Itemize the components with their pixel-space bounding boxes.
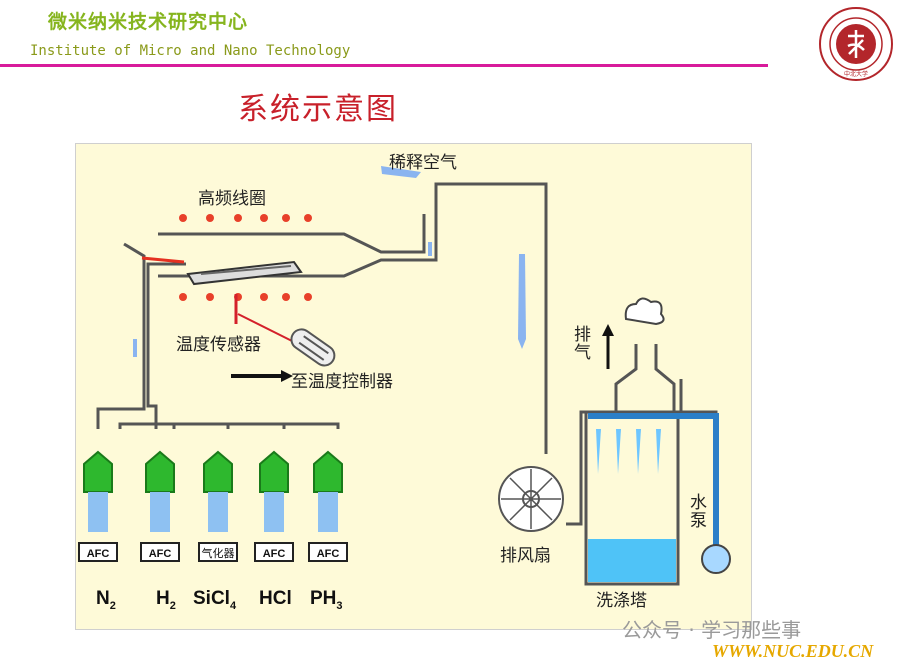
- flow-controller: AFC: [308, 542, 348, 562]
- flow-controller: AFC: [140, 542, 180, 562]
- flow-controller: AFC: [78, 542, 118, 562]
- gas-label-sicl4: SiCl4: [193, 588, 237, 612]
- header-institute-cn: 微米纳米技术研究中心: [48, 11, 249, 33]
- gas-label-ph3: PH3: [310, 588, 343, 612]
- label-temp-sensor: 温度传感器: [176, 335, 261, 355]
- label-water-pump: 水泵: [690, 493, 707, 531]
- watermark: 公众号 · 学习那些事: [622, 618, 802, 642]
- label-scrubber: 洗涤塔: [596, 591, 647, 611]
- gas-label-hcl: HCl: [259, 588, 292, 609]
- gas-label-n2: N2: [96, 588, 116, 612]
- gas-cylinders: [83, 450, 343, 532]
- university-seal-icon: 中北大学: [818, 6, 894, 82]
- footer-url[interactable]: WWW.NUC.EDU.CN: [712, 641, 874, 661]
- system-diagram: 稀释空气 高频线圈 温度传感器 至温度控制器 排气 水泵 排风扇 洗涤塔 AFC…: [75, 143, 752, 630]
- slide-title: 系统示意图: [238, 92, 398, 127]
- label-to-controller: 至温度控制器: [291, 372, 393, 392]
- label-exhaust-fan: 排风扇: [500, 546, 551, 566]
- logo-motto: 中北大学: [844, 70, 868, 78]
- label-exhaust: 排气: [574, 325, 591, 363]
- header-institute-en: Institute of Micro and Nano Technology: [30, 43, 351, 59]
- label-hf-coil: 高频线圈: [198, 189, 266, 209]
- header-divider: [0, 64, 768, 67]
- flow-controller: AFC: [254, 542, 294, 562]
- gas-label-h2: H2: [156, 588, 176, 612]
- vaporizer: 气化器: [198, 542, 238, 562]
- label-dilution-air: 稀释空气: [389, 153, 457, 173]
